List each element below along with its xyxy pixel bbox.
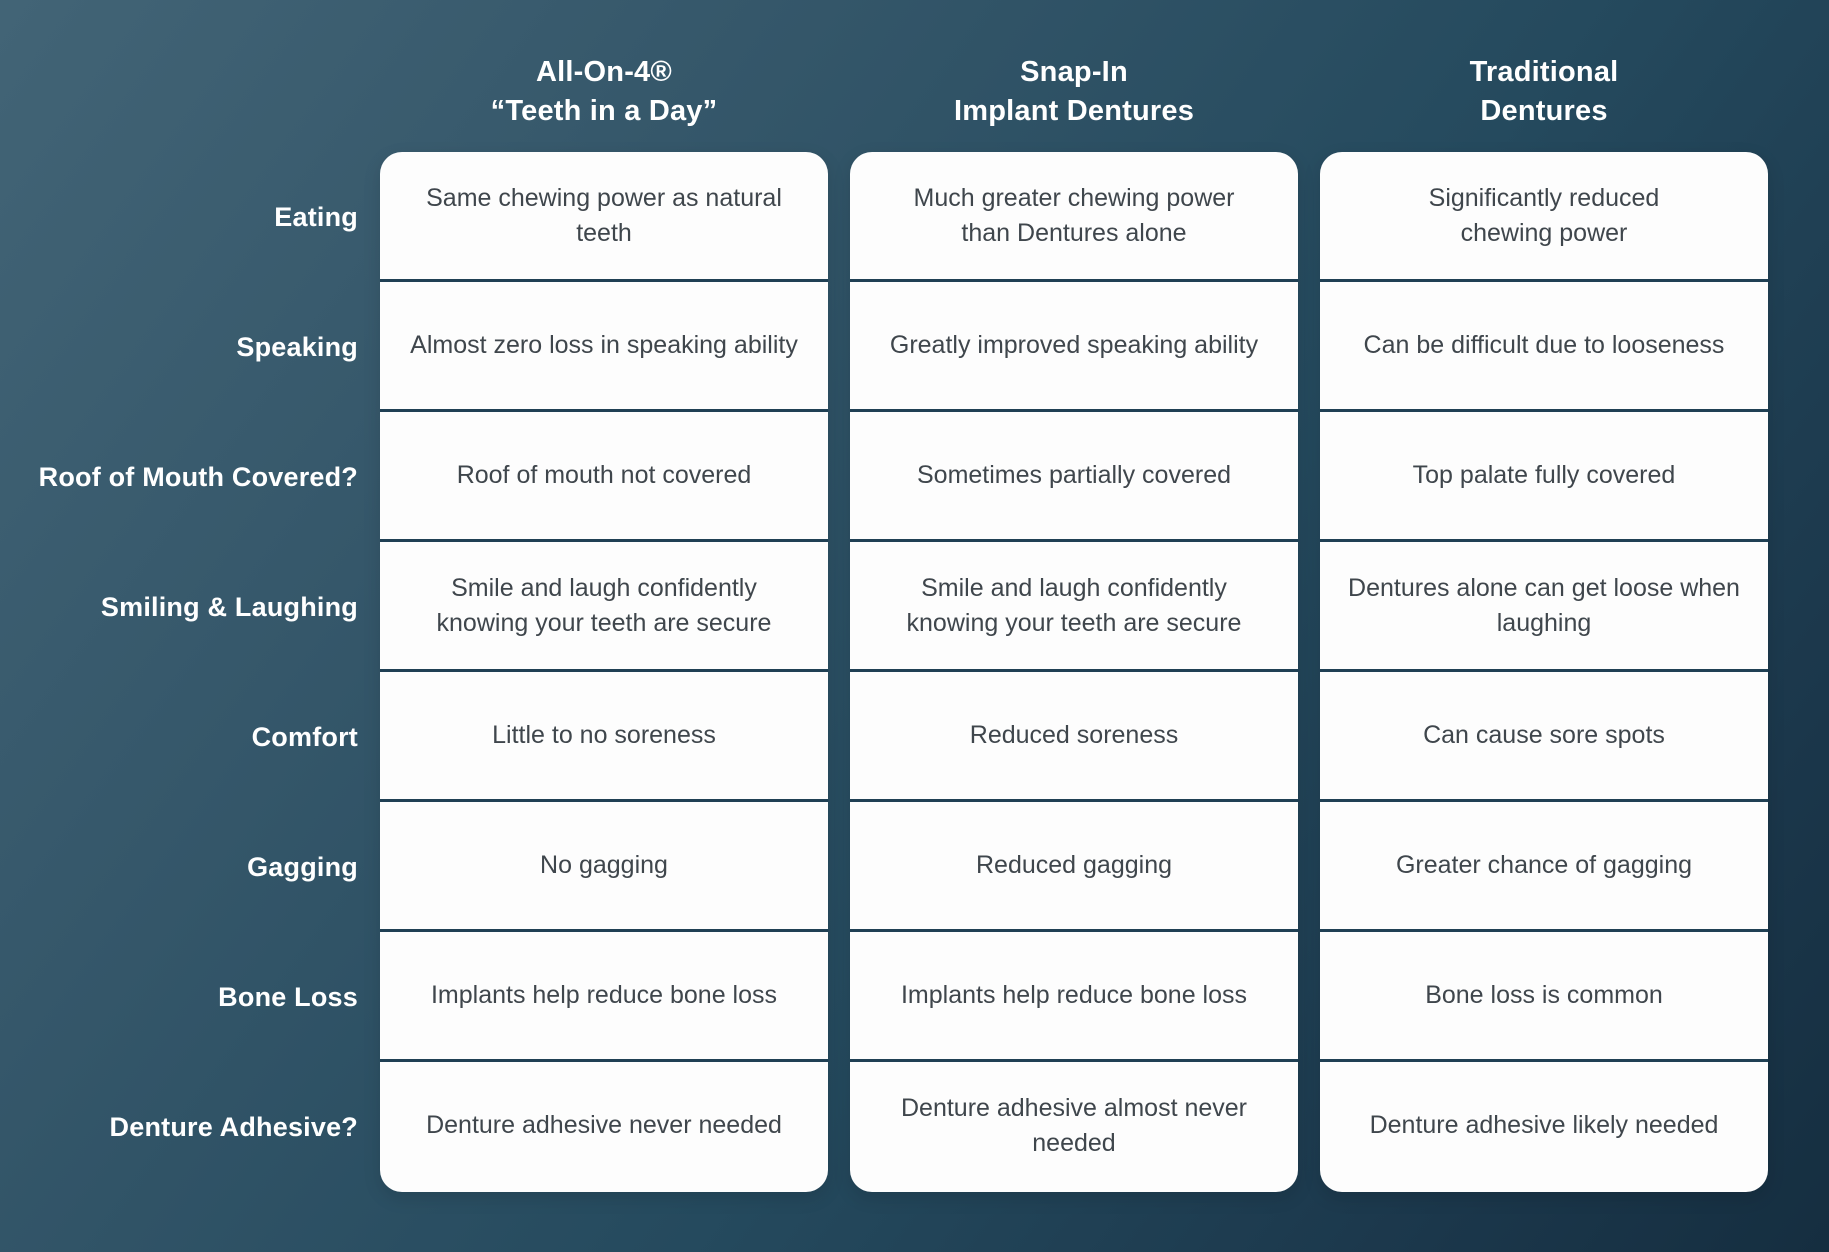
table-cell: Reduced soreness bbox=[850, 669, 1298, 799]
table-cell: Sometimes partially covered bbox=[850, 409, 1298, 539]
table-cell: Smile and laugh confidently knowing your… bbox=[850, 539, 1298, 669]
column-card-all-on-4: Same chewing power as natural teeth Almo… bbox=[380, 152, 828, 1192]
column-header-line1: Snap-In bbox=[1020, 56, 1128, 89]
row-label-column: Eating Speaking Roof of Mouth Covered? S… bbox=[0, 152, 358, 1192]
row-label-comfort: Comfort bbox=[251, 721, 358, 752]
table-cell: Denture adhesive almost never needed bbox=[850, 1059, 1298, 1189]
table-cell: Greater chance of gagging bbox=[1320, 799, 1768, 929]
row-label-bone-loss: Bone Loss bbox=[218, 981, 358, 1012]
table-cell: Implants help reduce bone loss bbox=[850, 929, 1298, 1059]
corner-spacer bbox=[0, 0, 358, 152]
table-cell: Smile and laugh confidently knowing your… bbox=[380, 539, 828, 669]
table-cell: No gagging bbox=[380, 799, 828, 929]
table-cell: Significantly reduced chewing power bbox=[1428, 184, 1660, 247]
column-header-line1: Traditional bbox=[1469, 56, 1619, 89]
table-cell: Little to no soreness bbox=[380, 669, 828, 799]
row-label-speaking: Speaking bbox=[236, 331, 358, 362]
row-label-denture-adhesive: Denture Adhesive? bbox=[109, 1111, 358, 1142]
table-cell: Almost zero loss in speaking ability bbox=[380, 279, 828, 409]
table-cell: Implants help reduce bone loss bbox=[380, 929, 828, 1059]
table-cell: Denture adhesive likely needed bbox=[1320, 1059, 1768, 1189]
row-label-smiling-laughing: Smiling & Laughing bbox=[100, 591, 358, 622]
column-header-line2: Dentures bbox=[1480, 94, 1608, 127]
table-cell: Dentures alone can get loose when laughi… bbox=[1320, 539, 1768, 669]
row-label-eating: Eating bbox=[274, 201, 358, 232]
table-cell: Same chewing power as natural teeth bbox=[426, 184, 782, 247]
table-cell: Greatly improved speaking ability bbox=[850, 279, 1298, 409]
table-cell: Reduced gagging bbox=[850, 799, 1298, 929]
column-header-line2: Implant Dentures bbox=[953, 94, 1195, 127]
table-cell: Can be difficult due to looseness bbox=[1320, 279, 1768, 409]
row-label-gagging: Gagging bbox=[247, 851, 358, 882]
column-header-line1: All-On-4® bbox=[536, 56, 672, 89]
column-header-line2: “Teeth in a Day” bbox=[490, 94, 718, 127]
table-cell: Denture adhesive never needed bbox=[380, 1059, 828, 1189]
column-header-snap-in: Snap-In Implant Dentures bbox=[850, 0, 1298, 152]
column-header-all-on-4: All-On-4® “Teeth in a Day” bbox=[380, 0, 828, 152]
column-card-snap-in: Much greater chewing power than Dentures… bbox=[850, 152, 1298, 1192]
column-header-traditional: Traditional Dentures bbox=[1320, 0, 1768, 152]
table-cell: Can cause sore spots bbox=[1320, 669, 1768, 799]
column-card-traditional: Significantly reduced chewing power Can … bbox=[1320, 152, 1768, 1192]
table-cell: Roof of mouth not covered bbox=[380, 409, 828, 539]
row-label-roof-of-mouth: Roof of Mouth Covered? bbox=[38, 461, 358, 492]
comparison-table: All-On-4® “Teeth in a Day” Snap-In Impla… bbox=[0, 0, 1768, 1192]
table-cell: Bone loss is common bbox=[1320, 929, 1768, 1059]
table-cell: Top palate fully covered bbox=[1320, 409, 1768, 539]
table-cell: Much greater chewing power than Dentures… bbox=[913, 184, 1235, 247]
